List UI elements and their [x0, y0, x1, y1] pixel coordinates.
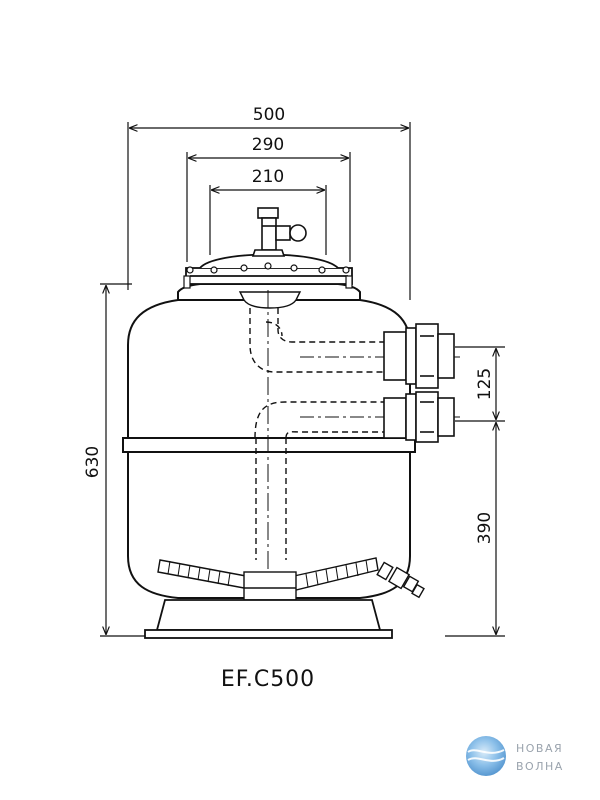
upper-port-fitting	[383, 323, 455, 389]
tank-base	[144, 599, 393, 639]
watermark-line1: НОВАЯ	[516, 742, 563, 755]
tank-lid	[185, 253, 353, 285]
dim-label-630: 630	[83, 446, 103, 478]
internal-top-diffuser	[238, 291, 302, 309]
dim-label-390: 390	[475, 512, 495, 544]
dim-label-290: 290	[252, 135, 284, 155]
brand-watermark: НОВАЯ ВОЛНА	[466, 736, 564, 776]
lower-port-fitting	[383, 391, 455, 443]
dimension-width-flange	[186, 152, 351, 262]
filter-tank-body	[122, 283, 416, 599]
dim-label-500: 500	[253, 105, 285, 125]
dimension-port-spacing	[455, 346, 505, 422]
watermark-line2: ВОЛНА	[516, 760, 564, 773]
dim-label-125: 125	[475, 368, 495, 400]
model-label: EF.C500	[221, 667, 315, 692]
dimension-width-valve	[209, 185, 327, 255]
dim-label-210: 210	[252, 167, 284, 187]
air-release-valve	[251, 207, 307, 257]
wave-logo-icon	[466, 736, 506, 776]
lid-bolts	[183, 262, 353, 289]
dimension-width-overall	[127, 122, 411, 300]
dimension-lower-port-height	[445, 423, 505, 637]
dimension-height-total	[100, 283, 150, 637]
drain-valve	[376, 561, 425, 599]
